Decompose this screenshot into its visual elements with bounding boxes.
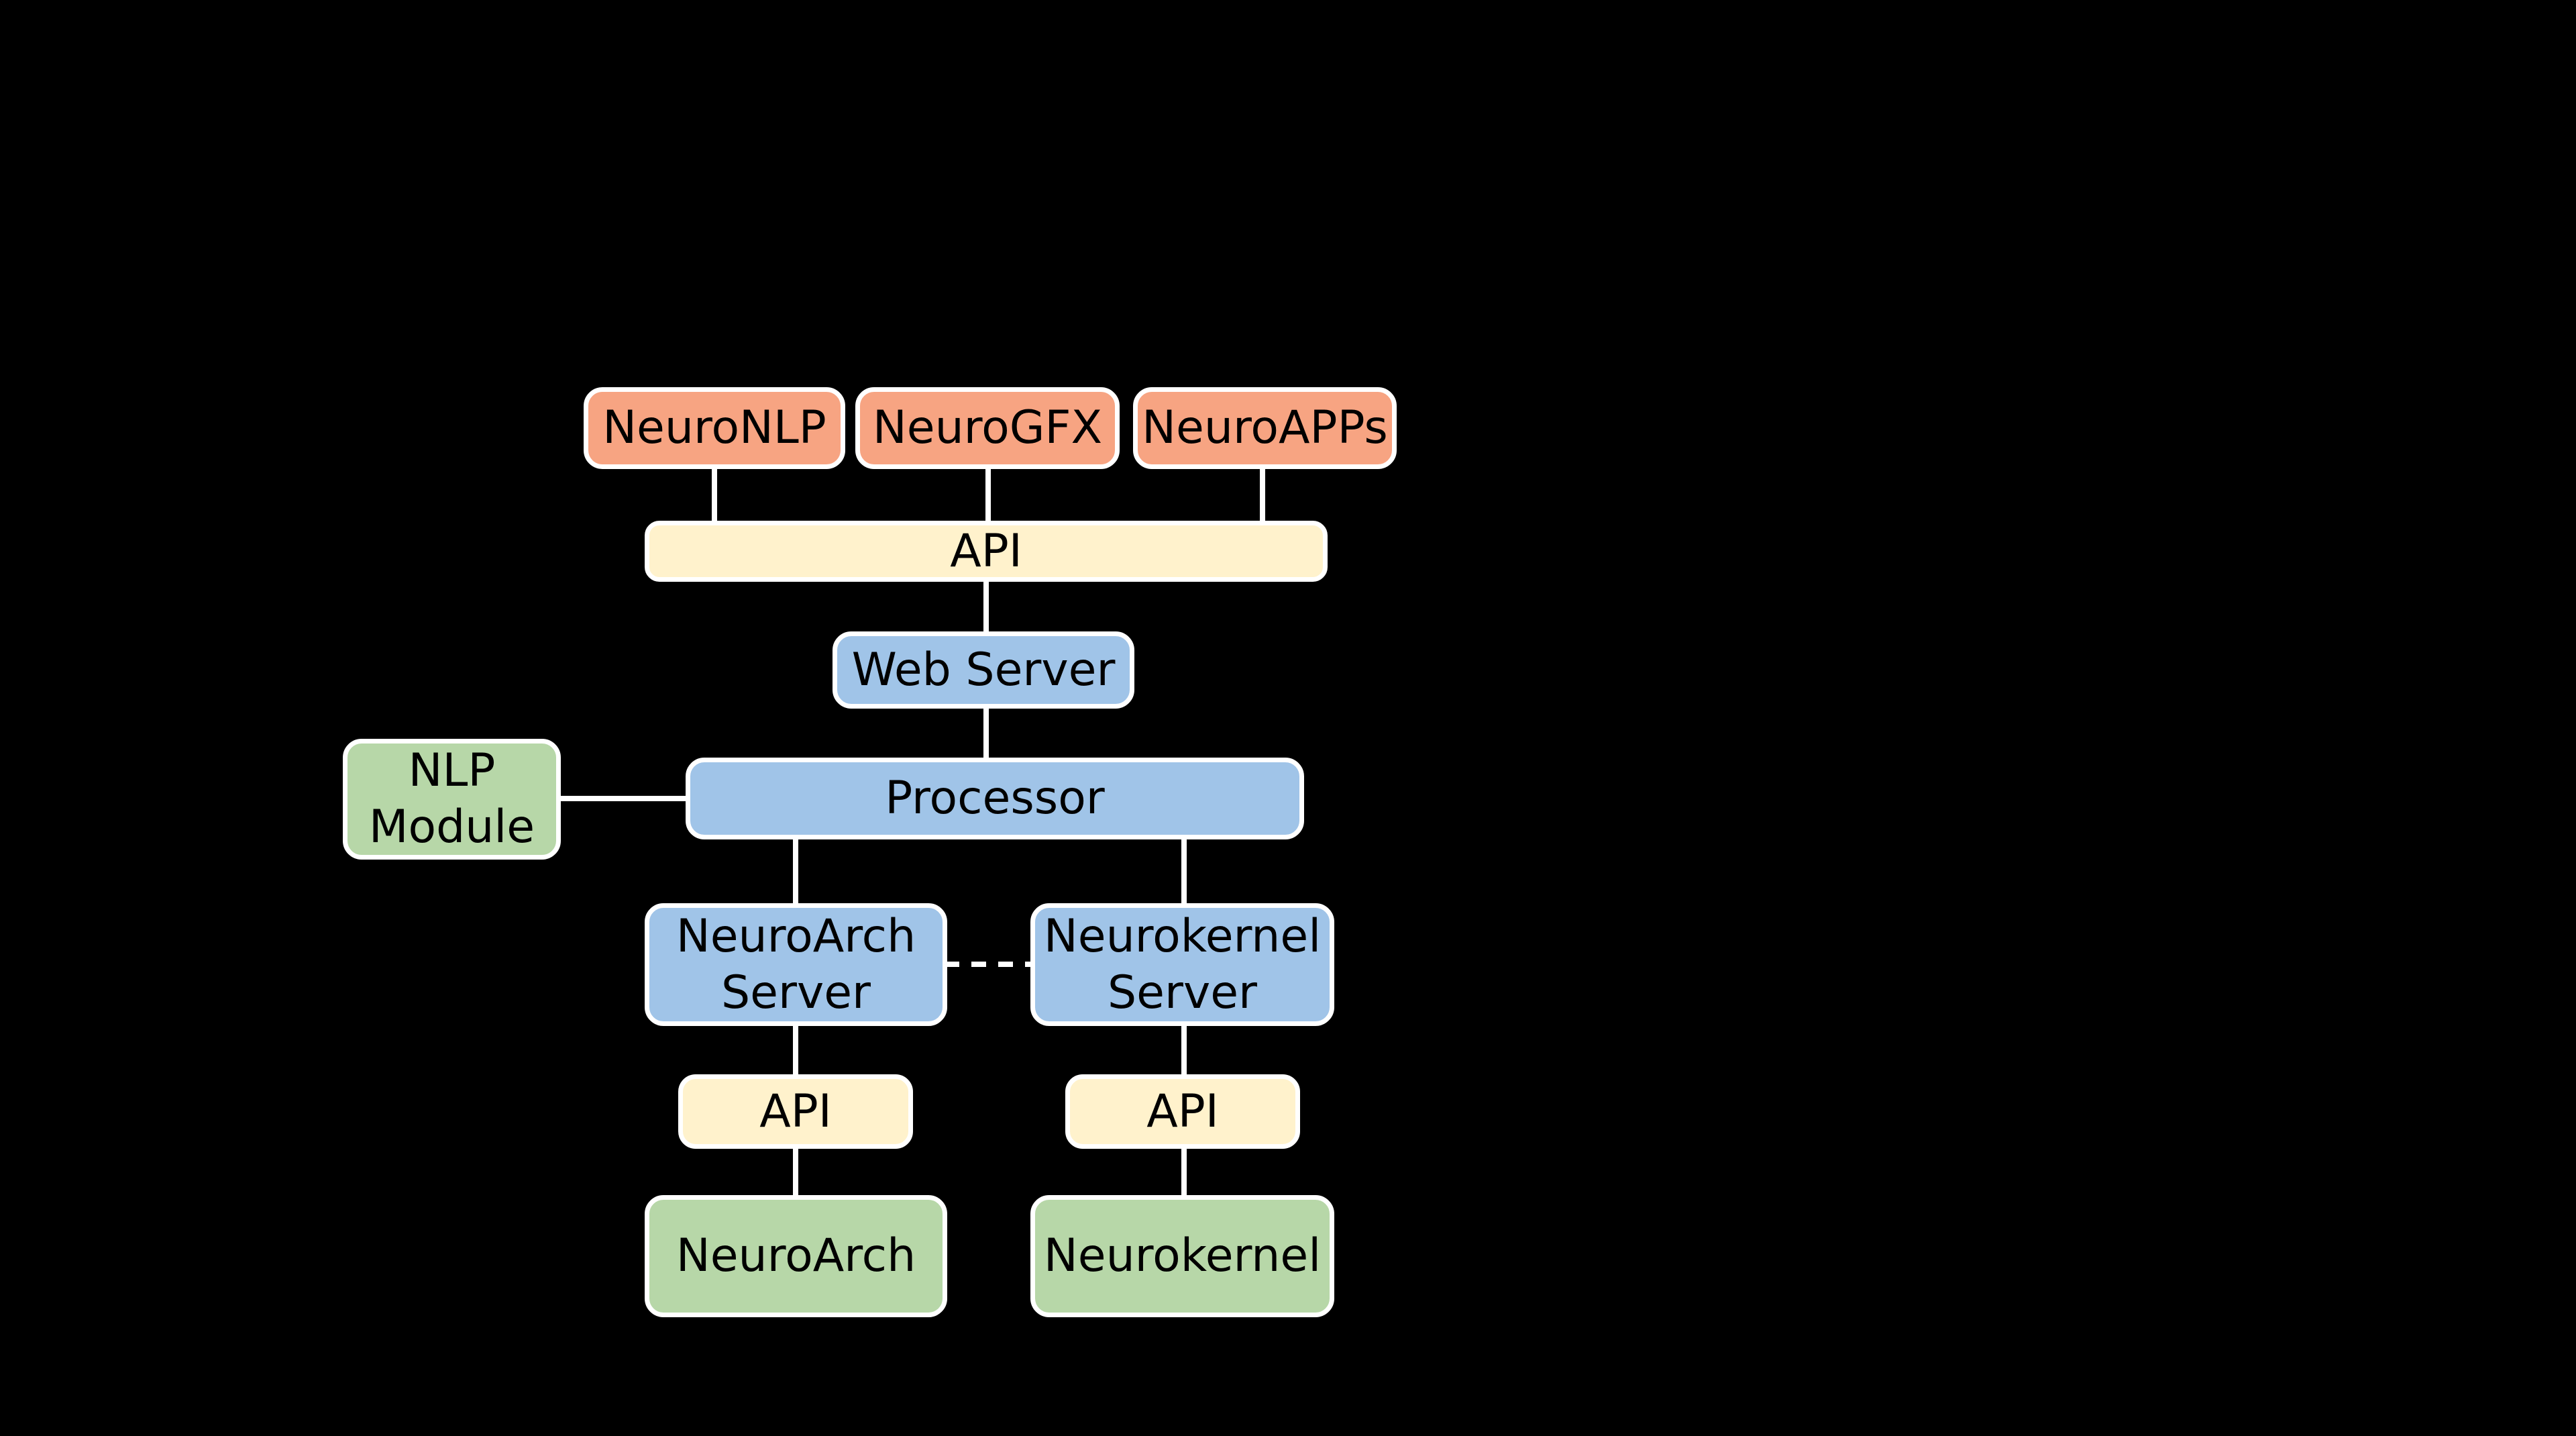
node-neuronlp: NeuroNLP — [584, 387, 845, 469]
node-neuroarch: NeuroArch — [645, 1195, 947, 1317]
node-neuroapps-label: NeuroAPPs — [1142, 401, 1388, 454]
node-neuroarch-server: NeuroArch Server — [645, 903, 947, 1026]
node-neuroapps: NeuroAPPs — [1133, 387, 1397, 469]
node-nlp-module: NLP Module — [343, 739, 561, 860]
node-web-server-label: Web Server — [851, 643, 1116, 697]
node-neuronlp-label: NeuroNLP — [602, 401, 826, 454]
node-api-neurokernel-label: API — [1146, 1084, 1219, 1138]
node-api-neurokernel: API — [1065, 1074, 1300, 1149]
node-neuroarch-server-label: NeuroArch Server — [676, 909, 916, 1019]
node-api-top-label: API — [950, 524, 1022, 578]
node-processor: Processor — [686, 758, 1304, 839]
node-nlp-module-label: NLP Module — [368, 744, 535, 854]
node-neurokernel: Neurokernel — [1030, 1195, 1334, 1317]
node-neuroarch-label: NeuroArch — [676, 1229, 916, 1282]
node-neurokernel-server: Neurokernel Server — [1030, 903, 1334, 1026]
node-processor-label: Processor — [885, 772, 1105, 825]
node-web-server: Web Server — [833, 631, 1134, 709]
node-neurogfx: NeuroGFX — [855, 387, 1120, 469]
node-api-neuroarch: API — [678, 1074, 913, 1149]
node-neurokernel-server-label: Neurokernel Server — [1043, 909, 1322, 1019]
node-api-top: API — [645, 521, 1328, 582]
node-neurogfx-label: NeuroGFX — [872, 401, 1103, 454]
node-neurokernel-label: Neurokernel — [1043, 1229, 1322, 1282]
node-api-neuroarch-label: API — [759, 1084, 832, 1138]
